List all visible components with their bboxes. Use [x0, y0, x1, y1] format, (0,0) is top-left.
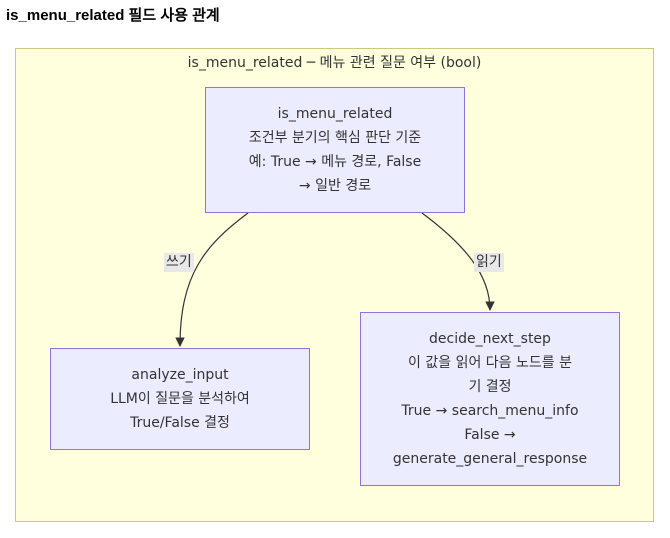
edge-write-arrow: [175, 212, 249, 347]
edge-label-read: 읽기: [474, 253, 504, 272]
page-title: is_menu_related 필드 사용 관계: [6, 7, 220, 24]
node-line: True → search_menu_info: [401, 403, 579, 419]
edge-label-write: 쓰기: [164, 253, 194, 272]
node-line: 이 값을 읽어 다음 노드를 분: [408, 355, 572, 371]
node-line: 예: True → 메뉴 경로, False: [248, 154, 422, 170]
node-analyze-input: analyze_input LLM이 질문을 분석하여 True/False 결…: [50, 348, 310, 450]
node-line: → 일반 경로: [298, 178, 372, 194]
node-line: False →: [464, 427, 516, 443]
node-line: 기 결정: [468, 379, 512, 395]
edge-read-arrow: [421, 212, 495, 311]
node-line: analyze_input: [131, 367, 229, 383]
node-line: 조건부 분기의 핵심 판단 기준: [248, 130, 422, 146]
node-decide-next-step: decide_next_step 이 값을 읽어 다음 노드를 분 기 결정 T…: [360, 312, 620, 486]
cluster-title: is_menu_related ─ 메뉴 관련 질문 여부 (bool): [187, 55, 482, 71]
node-line: is_menu_related: [277, 106, 393, 122]
node-line: LLM이 질문을 분석하여: [110, 391, 250, 407]
node-line: generate_general_response: [392, 451, 588, 467]
node-line: True/False 결정: [130, 415, 230, 431]
node-line: decide_next_step: [429, 331, 551, 347]
node-is-menu-related: is_menu_related 조건부 분기의 핵심 판단 기준 예: True…: [205, 87, 465, 213]
